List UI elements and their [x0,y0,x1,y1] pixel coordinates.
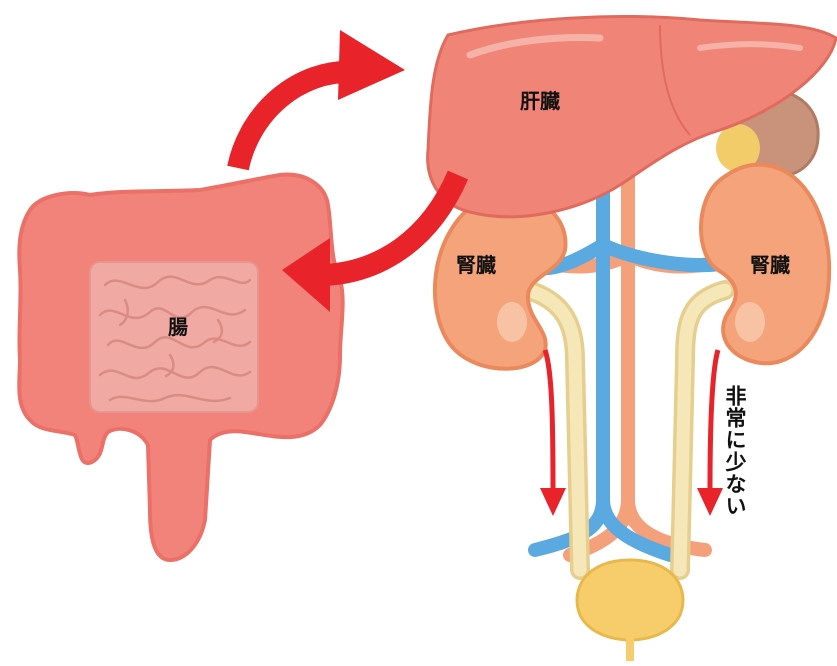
very-little-label: 非常に少ない [724,385,745,517]
arrow-kidney-left-down [540,350,566,516]
kidney-left-shape [435,196,566,369]
kidney-left-highlight [497,302,527,342]
bladder-shape [577,560,683,640]
liver-label: 肝臓 [520,92,560,112]
arrow-gut-to-liver [238,30,405,168]
arrow-kidney-right-down [697,350,723,516]
intestine-label: 腸 [168,318,188,338]
urethra-shape [626,636,634,661]
kidney-right-label: 腎臓 [750,256,790,276]
kidney-left-label: 腎臓 [456,256,496,276]
kidney-right-highlight [735,302,765,342]
